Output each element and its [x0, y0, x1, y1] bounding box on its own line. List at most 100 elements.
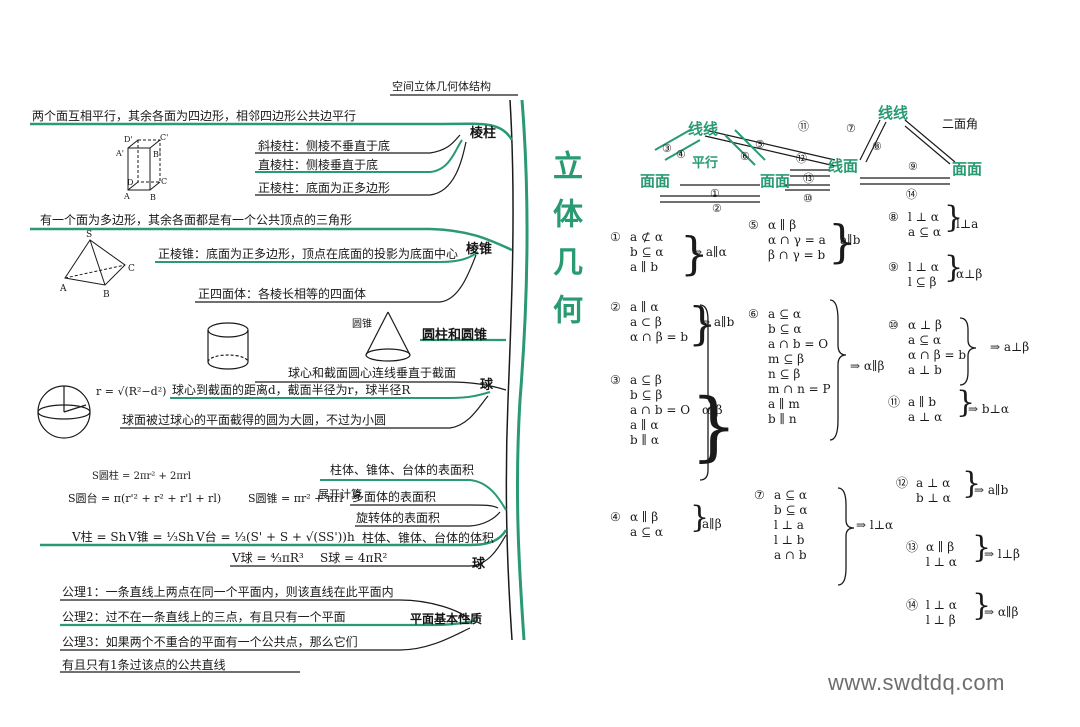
theorem-conclusion: ⇒ α∥β	[850, 359, 885, 373]
pyramid-label-a: A	[60, 284, 67, 294]
theorem-condition: α ∩ γ = a	[768, 233, 826, 247]
theorem-brace: }	[690, 500, 710, 535]
theorem-condition: l ⊥ α	[908, 210, 939, 224]
theorem-brace: }	[972, 588, 992, 623]
branch-area-sphere: 球	[472, 557, 486, 572]
watermark: www.swdtdq.com	[828, 670, 1005, 695]
axiom-1: 公理1：一条直线上两点在同一个平面内，则该直线在此平面内	[62, 585, 394, 599]
theorem-condition: a ∥ m	[768, 397, 800, 411]
theorem-condition: a ∩ b	[774, 548, 807, 562]
theorem-condition: l ⊥ α	[926, 598, 957, 612]
area-frustum: S圆台 = π(r'² + r² + r'l + rl)	[68, 492, 222, 505]
theorem-number: ⑨	[888, 260, 899, 274]
node-plane-plane-right: 面面	[952, 160, 983, 178]
theorem-number: ⑧	[888, 210, 899, 224]
theorem-brace: }	[972, 530, 992, 565]
sphere-line1: 球心和截面圆心连线垂直于截面	[288, 366, 457, 380]
prism-label-a: A	[124, 192, 130, 201]
theorem-condition: b ⊆ α	[768, 322, 802, 336]
theorem-condition: b ⊥ α	[916, 491, 951, 505]
prism-label-d: D	[127, 178, 134, 187]
branch-axioms: 平面基本性质	[410, 612, 483, 626]
area-label-1: 柱体、锥体、台体的表面积	[330, 463, 475, 477]
diagram-num-5: ⑤	[755, 138, 765, 151]
pyramid-label-c: C	[128, 264, 135, 274]
theorem-conclusion: ⇒ l⊥α	[856, 517, 894, 532]
diagram-num-10: ⑩	[803, 192, 813, 205]
branch-pyramid: 棱锥	[466, 242, 493, 257]
theorem-condition: β ∩ γ = b	[768, 248, 826, 262]
area-unfold: 展开计算	[318, 488, 362, 501]
prism-label-a1: A'	[116, 149, 124, 158]
theorem-brace: }	[680, 226, 709, 280]
node-line-line-left: 线线	[688, 120, 719, 138]
theorem-condition: a ∥ α	[630, 418, 659, 432]
pyramid-label-b: B	[103, 290, 110, 300]
theorem-condition: l ⊥ α	[926, 555, 957, 569]
theorem-condition: α ∥ β	[926, 540, 955, 554]
pyramid-label-s: S	[86, 230, 93, 240]
diagram-num-3: ③	[662, 142, 672, 155]
theorem-condition: a ⊥ α	[916, 476, 951, 490]
theorem-brace: }	[944, 250, 964, 285]
theorem-condition: l ⊥ a	[774, 518, 804, 532]
theorem-condition: a ⊆ α	[630, 525, 663, 539]
theorem-number: ⑬	[906, 540, 919, 554]
theorem-condition: l ⊥ β	[926, 613, 956, 627]
prism-right: 直棱柱：侧棱垂直于底	[258, 158, 379, 172]
theorem-condition: a ∥ b	[908, 395, 937, 409]
cone-label: 圆锥	[352, 319, 372, 330]
branch-prism: 棱柱	[470, 126, 497, 141]
pyramid-regular: 正棱锥：底面为正多边形，顶点在底面的投影为底面中心	[158, 247, 459, 261]
volume-ball: V球 = ⁴⁄₃πR³	[232, 551, 304, 565]
area-ball: S球 = 4πR²	[320, 551, 388, 565]
main-title: 立体几何	[540, 150, 582, 342]
theorem-condition: b ⊆ α	[630, 245, 664, 259]
pyramid-definition: 有一个面为多边形，其余各面都是有一个公共顶点的三角形	[40, 213, 353, 227]
volume-frustum: V台 = ⅓(S' + S + √(SS'))h	[196, 530, 355, 544]
theorem-conclusion: α⊥β	[956, 267, 983, 281]
node-line-line-right: 线线	[878, 104, 909, 122]
theorem-condition: a ⊆ α	[908, 225, 941, 239]
theorem-number: ⑩	[888, 318, 899, 332]
theorem-conclusion: ⇒ b⊥α	[968, 402, 1009, 416]
sphere-formula: r = √(R²−d²)	[96, 385, 167, 398]
prism-label-c1: C'	[160, 133, 169, 142]
diagram-num-8: ⑧	[872, 140, 882, 153]
theorem-condition: m ∩ n = P	[768, 382, 831, 396]
theorem-conclusion: ⇒ l⊥β	[984, 547, 1020, 561]
axiom-2: 公理2：过不在一条直线上的三点，有且只有一个平面	[62, 610, 346, 624]
diagram-num-13: ⑬	[803, 172, 814, 185]
branch-cylinder-cone: 圆柱和圆锥	[422, 328, 488, 343]
axiom-3: 公理3：如果两个不重合的平面有一个公共点，那么它们	[62, 635, 358, 649]
area-cone: S圆锥 = πr² + πrl	[248, 492, 343, 505]
theorem-conclusion: ⇒ α∥β	[984, 605, 1019, 619]
theorem-condition: a ⊥ α	[908, 410, 943, 424]
theorem-condition: l ⊥ α	[908, 260, 939, 274]
theorem-condition: a ∥ α	[630, 300, 659, 314]
area-cylinder: S圆柱 = 2πr² + 2πrl	[92, 471, 191, 482]
dihedral-angle-label: 二面角	[942, 117, 979, 131]
theorem-condition: l ⊥ b	[774, 533, 805, 547]
theorem-condition: α ∩ β = b	[630, 330, 689, 344]
prism-definition: 两个面互相平行，其余各面为四边形，相邻四边形公共边平行	[32, 109, 357, 123]
diagram-num-9: ⑨	[908, 160, 918, 173]
theorem-number: ⑦	[754, 488, 765, 502]
pyramid-tetrahedron: 正四面体：各棱长相等的四面体	[198, 287, 367, 301]
prism-regular: 正棱柱：底面为正多边形	[258, 181, 391, 195]
theorem-brace: }	[956, 385, 976, 420]
diagram-num-1: ①	[710, 187, 720, 200]
theorem-number: ③	[610, 373, 621, 387]
theorem-condition: a ⊆ α	[774, 488, 807, 502]
diagram-num-6: ⑥	[740, 150, 750, 163]
theorem-condition: b ∥ n	[768, 412, 797, 426]
